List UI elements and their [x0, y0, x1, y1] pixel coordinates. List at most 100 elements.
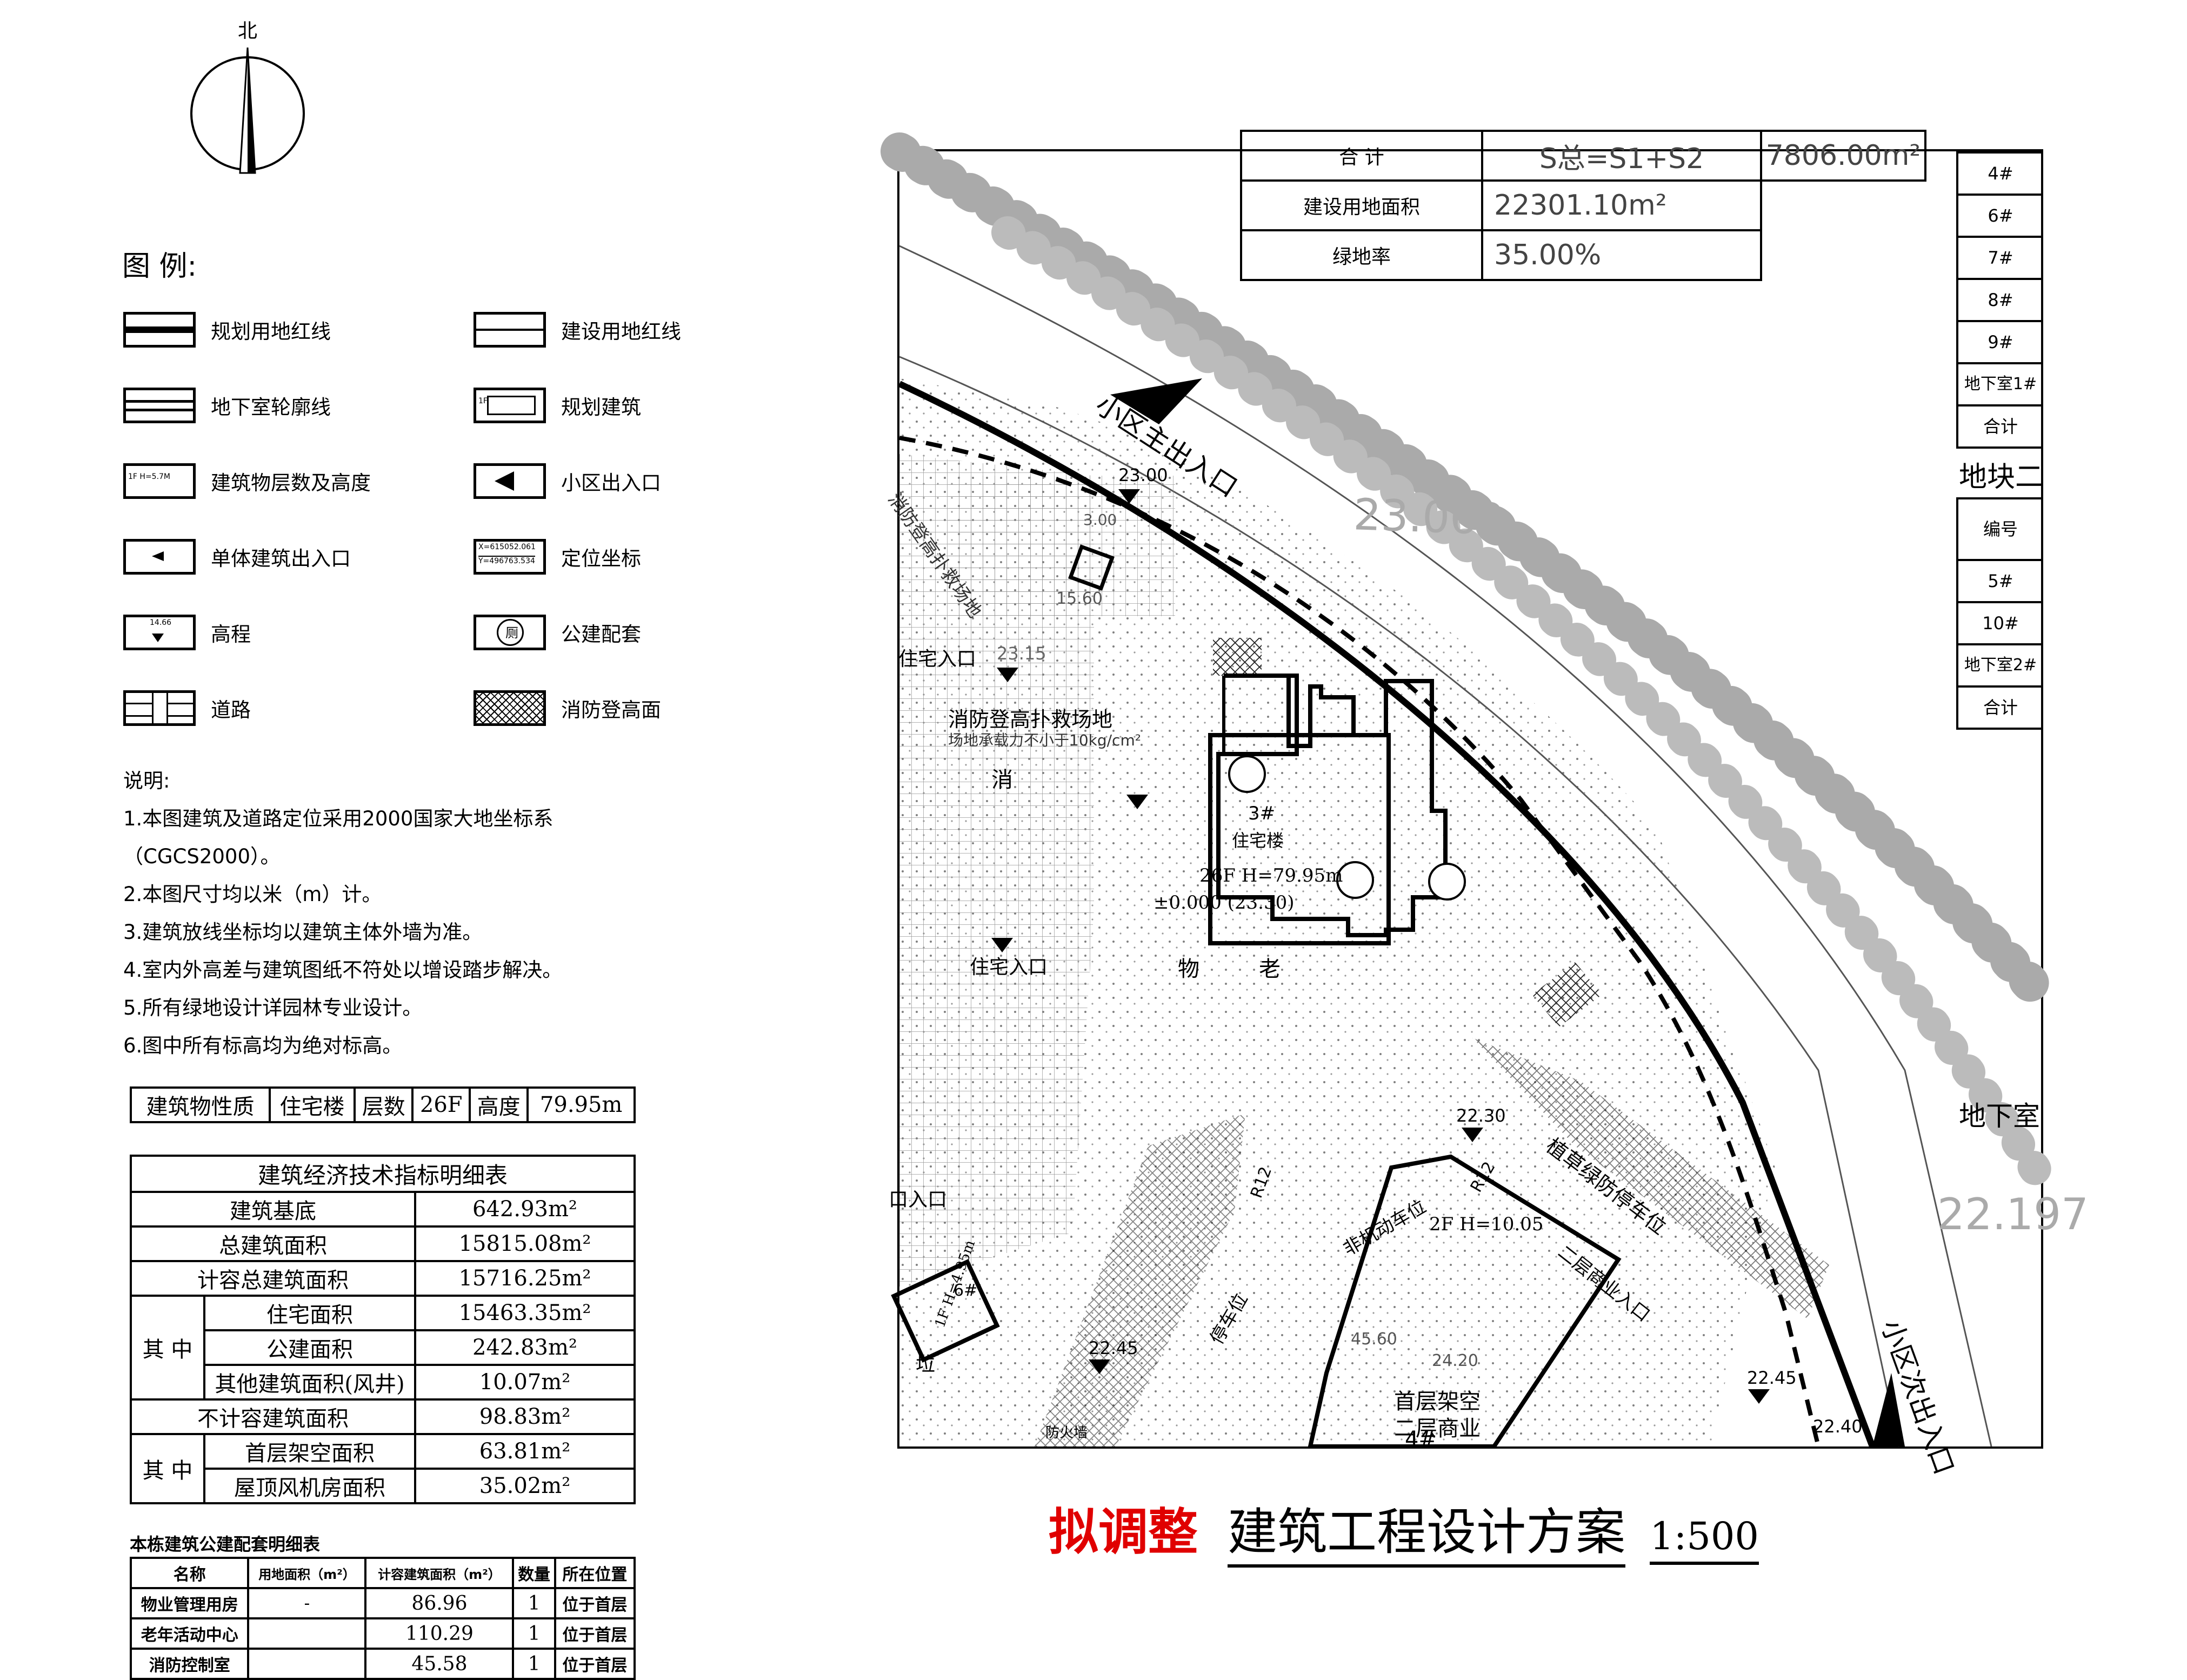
legend-item: 规划用地红线	[123, 305, 331, 354]
legend-label: 消防登高面	[561, 698, 661, 722]
legend-symbol-hatch-icon	[474, 690, 546, 726]
legend-label: 公建配套	[561, 623, 641, 646]
site-plan-drawing	[881, 132, 2060, 1449]
row-value: 242.83m²	[414, 1329, 636, 1366]
row-value: 15716.25m²	[414, 1260, 636, 1297]
cell	[247, 1617, 367, 1650]
cell: 1	[512, 1587, 556, 1619]
right-table-2: 编号 5# 10# 地下室2# 合计	[1956, 497, 2043, 730]
legend-symbol-text: 1F H=5.7M	[128, 472, 171, 481]
cell: 合计	[1956, 688, 2043, 730]
header-cell: 计容建筑面积（m²）	[364, 1557, 515, 1589]
title-scale: 1:500	[1650, 1514, 1759, 1565]
legend-item: 1F H=5.7M 建筑物层数及高度	[123, 457, 371, 505]
cell: 7806.00m²	[1760, 130, 1926, 182]
legend-symbol-text: Y=496763.534	[478, 556, 535, 565]
row-label: 屋顶风机房面积	[203, 1468, 416, 1504]
indicators-title: 建筑经济技术指标明细表	[130, 1155, 636, 1193]
row-value: 15815.08m²	[414, 1225, 636, 1262]
cell: 住宅楼	[268, 1086, 356, 1123]
legend-symbol-text: 14.66	[150, 618, 172, 627]
cell: 4#	[1956, 151, 2043, 196]
legend-item: 地下室轮廓线	[123, 381, 331, 430]
cell: 1	[512, 1617, 556, 1650]
row-label: 总建筑面积	[130, 1225, 416, 1262]
cell: 物业管理用房	[129, 1587, 250, 1619]
title-revision: 拟调整	[1049, 1503, 1198, 1561]
legend-symbol-text: X=615052.061	[478, 543, 536, 551]
cell: 建筑物性质	[130, 1086, 271, 1123]
north-arrow-icon	[190, 47, 305, 174]
cell: 位于首层	[554, 1648, 636, 1680]
cell: -	[247, 1587, 367, 1619]
cell: 22301.10m²	[1481, 179, 1762, 231]
row-value: 98.83m²	[414, 1398, 636, 1435]
legend-symbol-text: 厕	[505, 625, 518, 641]
facility-lao-icon: 老	[1259, 957, 1281, 982]
building-3-height: 26F H=79.95m	[1199, 865, 1343, 886]
facilities-title: 本栋建筑公建配套明细表	[130, 1534, 321, 1555]
note-line: 1.本图建筑及道路定位采用2000国家大地坐标系（CGCS2000）。	[123, 807, 554, 868]
cell: 合计	[1956, 406, 2043, 449]
cell	[247, 1648, 367, 1680]
cell: 合 计	[1240, 130, 1483, 182]
entry-label: 住宅入口	[898, 648, 977, 670]
header-cell: 所在位置	[554, 1557, 636, 1589]
elevation-label: 22.197	[1937, 1189, 2089, 1239]
cell: 45.58	[364, 1648, 515, 1680]
building-6-number: 6#	[954, 1281, 978, 1300]
facilities-table: 名称 用地面积（m²） 计容建筑面积（m²） 数量 所在位置 物业管理用房 - …	[129, 1557, 636, 1680]
area-table: 合 计 S总=S1+S2 7806.00m² 建设用地面积 22301.10m²…	[1240, 130, 1926, 281]
cell: 5#	[1956, 561, 2043, 603]
building-3-number: 3#	[1248, 803, 1276, 824]
trash-station-icon: 垃	[916, 1354, 936, 1376]
right-table-1: 4# 6# 7# 8# 9# 地下室1# 合计	[1956, 151, 2043, 449]
north-label: 北	[238, 20, 258, 42]
fire-load-label: 场地承载力不小于10kg/cm²	[948, 731, 1141, 749]
fire-site-label: 消防登高扑救场地	[948, 708, 1113, 731]
dimension-label: 3.00	[1083, 511, 1117, 529]
cell: 消防控制室	[129, 1648, 250, 1680]
cell: 编号	[1956, 497, 2043, 561]
note-line: 6.图中所有标高均为绝对标高。	[123, 1034, 403, 1057]
entry-label: 口入口	[889, 1189, 948, 1211]
facility-xiao-icon: 消	[991, 768, 1013, 792]
legend-label: 建设用地红线	[561, 320, 681, 343]
legend-symbol-text-icon: 1F H=5.7M	[123, 463, 196, 499]
cell: 地下室1#	[1956, 364, 2043, 406]
cell: 高度	[469, 1086, 529, 1123]
row-group: 其 中	[130, 1433, 205, 1504]
cell: 地下室2#	[1956, 645, 2043, 688]
right-heading: 地块二	[1959, 461, 2044, 494]
row-label: 不计容建筑面积	[130, 1398, 416, 1435]
elevation-label: 23.062	[1352, 489, 1506, 545]
cell: 绿地率	[1240, 229, 1483, 281]
note-line: 3.建筑放线坐标均以建筑主体外墙为准。	[123, 921, 483, 944]
legend-label: 建筑物层数及高度	[211, 471, 371, 495]
cell: 位于首层	[554, 1617, 636, 1650]
row-value: 642.93m²	[414, 1191, 636, 1228]
cell: 35.00%	[1481, 229, 1762, 281]
basement-label: 地下室	[1959, 1101, 2040, 1132]
header-cell: 用地面积（m²）	[247, 1557, 367, 1589]
cell: 建设用地面积	[1240, 179, 1483, 231]
header-cell: 名称	[129, 1557, 250, 1589]
notes: 说明: 1.本图建筑及道路定位采用2000国家大地坐标系（CGCS2000）。 …	[123, 762, 664, 1065]
note-line: 4.室内外高差与建筑图纸不符处以增设踏步解决。	[123, 958, 563, 982]
dimension-label: 45.60	[1351, 1330, 1397, 1349]
elevation-label: 23.15	[997, 643, 1046, 664]
row-label: 住宅面积	[203, 1295, 416, 1331]
legend-heading: 图 例:	[122, 250, 197, 283]
building-4-height: 2F H=10.05	[1429, 1214, 1544, 1235]
elevation-label: 22.30	[1456, 1105, 1506, 1126]
row-value: 10.07m²	[414, 1364, 636, 1401]
facility-wu-icon: 物	[1178, 957, 1199, 982]
row-label: 首层架空面积	[203, 1433, 416, 1470]
header-cell: 数量	[512, 1557, 556, 1589]
note-line: 5.所有绿地设计详园林专业设计。	[123, 996, 423, 1019]
cell: 8#	[1956, 280, 2043, 322]
